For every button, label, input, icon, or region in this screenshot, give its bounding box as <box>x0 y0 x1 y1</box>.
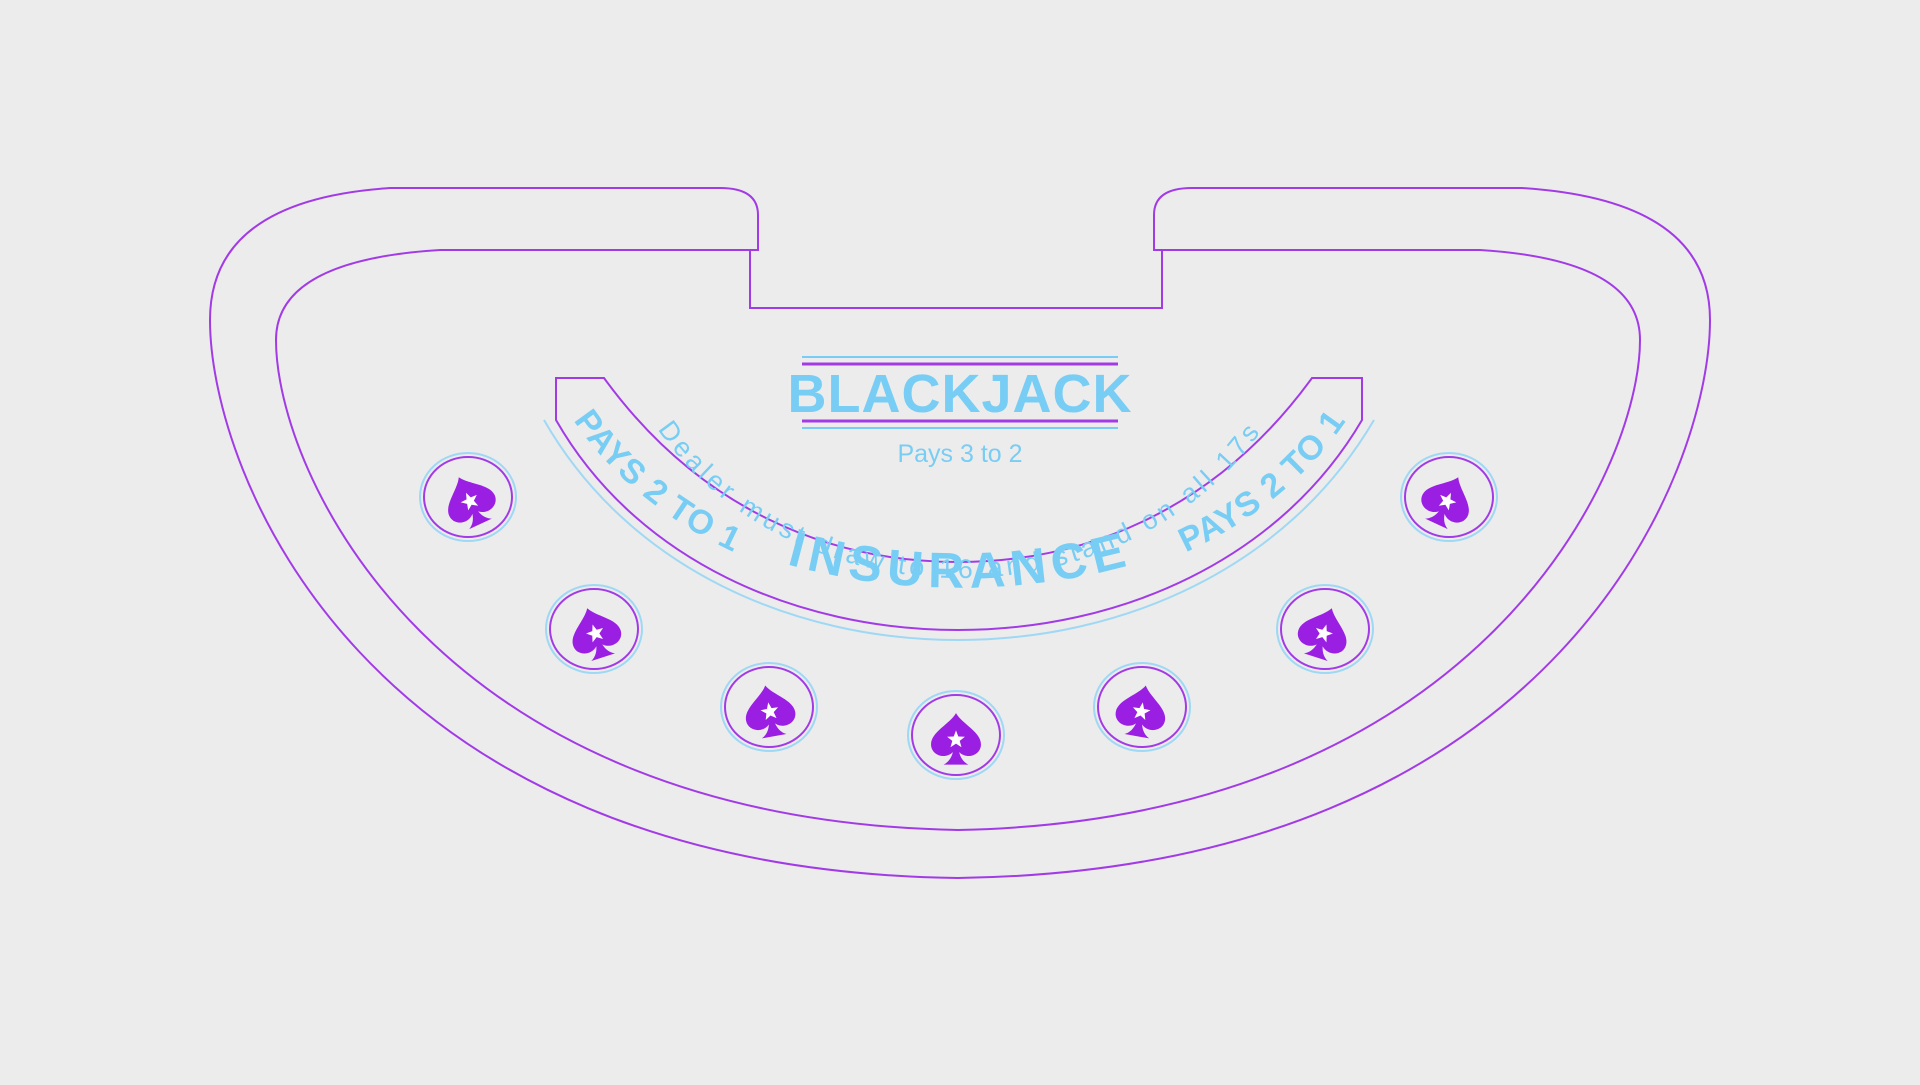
table-title: BLACKJACK <box>788 364 1133 424</box>
star-icon <box>1132 702 1151 721</box>
spade-star-icon <box>436 466 504 535</box>
star-icon <box>1438 492 1457 511</box>
spot-outer-ring <box>419 452 517 542</box>
star-icon <box>760 702 779 721</box>
spot-outer-ring <box>907 690 1005 780</box>
star-icon <box>1315 624 1333 643</box>
spot-inner-ring <box>549 588 639 670</box>
spade-star-icon <box>740 681 799 741</box>
star-icon <box>586 624 604 643</box>
spot-outer-ring <box>1276 584 1374 674</box>
betting-spot-2[interactable] <box>545 584 643 674</box>
insurance-accent-arc <box>543 419 1375 642</box>
betting-spot-7[interactable] <box>1400 452 1498 542</box>
spade-star-icon <box>563 600 627 665</box>
insurance-label: INSURANCE <box>784 521 1137 599</box>
spot-outer-ring <box>720 662 818 752</box>
betting-spot-1[interactable] <box>419 452 517 542</box>
table-outer-rail <box>208 187 1712 880</box>
betting-spots <box>419 452 1498 780</box>
insurance-band <box>555 377 1363 632</box>
spot-outer-ring <box>1400 452 1498 542</box>
spade-star-icon <box>1112 681 1171 741</box>
spot-outer-ring <box>545 584 643 674</box>
spot-inner-ring <box>1404 456 1494 538</box>
betting-spot-4[interactable] <box>907 690 1005 780</box>
spade-star-icon <box>1292 600 1356 665</box>
spot-outer-ring <box>1093 662 1191 752</box>
spot-inner-ring <box>1280 588 1370 670</box>
spade-star-icon <box>1413 466 1481 535</box>
table-subtitle: Pays 3 to 2 <box>897 440 1022 468</box>
star-icon <box>947 730 965 748</box>
spot-inner-ring <box>724 666 814 748</box>
betting-spot-3[interactable] <box>720 662 818 752</box>
betting-spot-6[interactable] <box>1276 584 1374 674</box>
table-inner-rail <box>274 249 1642 832</box>
betting-spot-5[interactable] <box>1093 662 1191 752</box>
star-icon <box>460 492 479 511</box>
spade-star-icon <box>931 713 981 765</box>
spot-inner-ring <box>423 456 513 538</box>
spot-inner-ring <box>911 694 1001 776</box>
spot-inner-ring <box>1097 666 1187 748</box>
